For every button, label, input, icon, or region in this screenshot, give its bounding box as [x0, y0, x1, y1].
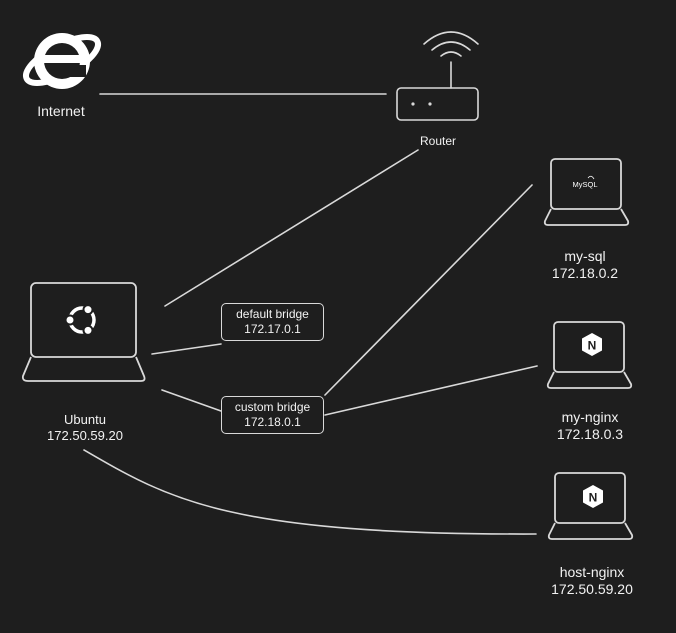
edge-ubuntu-default-bridge — [151, 343, 222, 355]
ubuntu-ip: 172.50.59.20 — [47, 428, 123, 443]
mysql-ip: 172.18.0.2 — [551, 265, 619, 281]
my-nginx-label: my-nginx — [561, 409, 619, 425]
internet-explorer-icon — [22, 33, 102, 89]
edge-ubuntu-host-nginx — [83, 449, 537, 535]
internet-label: Internet — [37, 103, 85, 119]
mysql-label: my-sql — [564, 248, 606, 264]
default-bridge-label: default bridge — [236, 307, 309, 321]
edge-custom-bridge-my-nginx — [324, 365, 538, 416]
my-nginx-ip: 172.18.0.3 — [556, 426, 624, 442]
custom-bridge-label: custom bridge — [234, 400, 311, 414]
host-nginx-logo-text: N — [589, 491, 598, 505]
wifi-router-icon — [396, 31, 479, 121]
custom-bridge-box: custom bridge 172.18.0.1 — [221, 396, 324, 434]
nginx-laptop-icon: N — [546, 321, 633, 389]
mysql-laptop-icon: MySQL — [543, 158, 630, 226]
ubuntu-laptop-icon — [21, 282, 146, 382]
edge-custom-bridge-mysql — [324, 184, 533, 396]
host-nginx-ip: 172.50.59.20 — [551, 581, 633, 597]
default-bridge-ip: 172.17.0.1 — [244, 322, 301, 336]
my-nginx-logo-text: N — [588, 339, 597, 353]
host-nginx-label: host-nginx — [559, 564, 625, 580]
default-bridge-box: default bridge 172.17.0.1 — [221, 303, 324, 341]
ubuntu-label: Ubuntu — [64, 412, 106, 427]
custom-bridge-ip: 172.18.0.1 — [244, 415, 301, 429]
mysql-logo-text: MySQL — [572, 180, 597, 189]
router-label: Router — [419, 134, 457, 148]
edge-ubuntu-router — [164, 149, 419, 307]
host-nginx-laptop-icon: N — [547, 472, 634, 540]
edge-ubuntu-custom-bridge — [161, 389, 222, 412]
